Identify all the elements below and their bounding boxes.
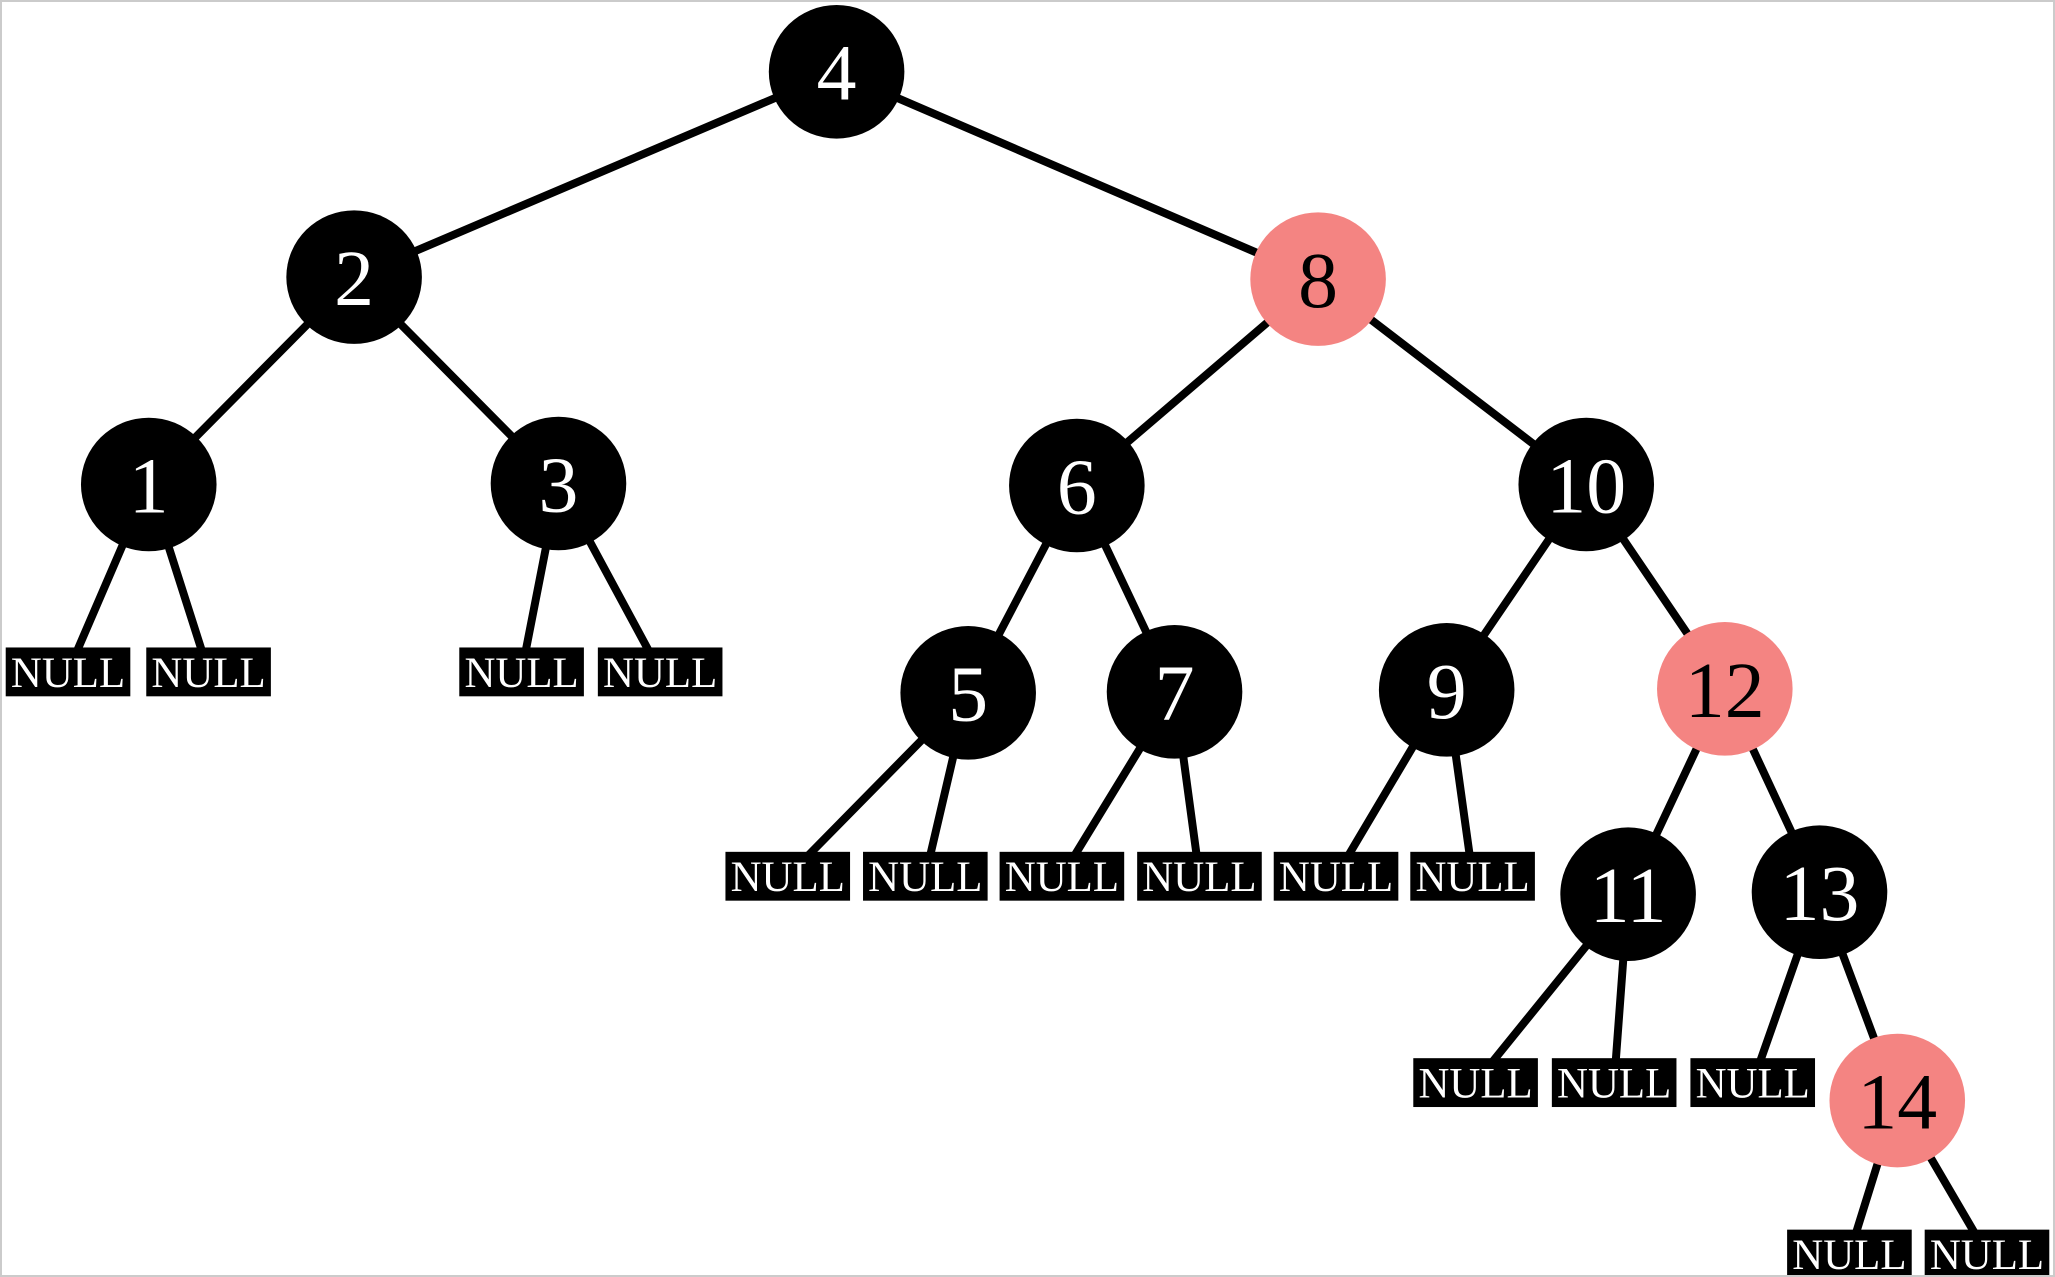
null-leaf-box-null-9L	[1273, 851, 1399, 901]
tree-node-label-3: 3	[539, 441, 579, 529]
null-leaf-label-null-11R: NULL	[1557, 1061, 1671, 1108]
tree-node-14-red	[1829, 1033, 1966, 1168]
tree-node-1-black	[80, 417, 217, 552]
tree-node-label-10: 10	[1546, 442, 1626, 530]
tree-node-6-black	[1009, 418, 1145, 553]
tree-node-12-red	[1657, 622, 1793, 756]
null-leaf-box-null-1R	[146, 647, 271, 697]
tree-node-4-black	[768, 4, 905, 139]
null-leaf-label-null-3R: NULL	[603, 650, 717, 697]
null-leaf-label-null-1R: NULL	[151, 650, 265, 697]
null-leaf-box-null-7R	[1137, 851, 1262, 901]
null-leaf-label-null-11L: NULL	[1418, 1061, 1532, 1108]
tree-node-label-14: 14	[1857, 1058, 1937, 1146]
null-leaf-box-null-14L	[1787, 1229, 1912, 1275]
tree-node-13-black	[1751, 825, 1888, 959]
null-leaf-box-null-11L	[1413, 1058, 1538, 1108]
tree-node-label-1: 1	[129, 442, 169, 530]
tree-node-label-7: 7	[1155, 650, 1195, 738]
null-leaf-box-null-7L	[999, 851, 1125, 901]
null-leaf-label-null-7R: NULL	[1142, 854, 1256, 901]
null-leaf-label-null-7L: NULL	[1005, 854, 1119, 901]
tree-node-2-black	[286, 210, 422, 344]
null-leaf-box-null-3L	[459, 647, 584, 697]
tree-node-label-9: 9	[1427, 648, 1467, 736]
null-leaf-label-null-1L: NULL	[11, 650, 125, 697]
null-leaf-label-null-9L: NULL	[1279, 854, 1393, 901]
null-leaf-label-null-14R: NULL	[1930, 1232, 2044, 1275]
tree-node-7-black	[1106, 625, 1243, 759]
tree-edge-4-8	[832, 67, 1323, 284]
null-leaf-box-null-13L	[1690, 1058, 1816, 1108]
tree-node-label-13: 13	[1780, 850, 1860, 938]
tree-node-11-black	[1560, 827, 1696, 961]
null-leaf-label-null-3L: NULL	[464, 650, 578, 697]
null-leaf-box-null-5L	[725, 851, 851, 901]
tree-node-label-8: 8	[1298, 237, 1338, 325]
tree-node-label-4: 4	[817, 30, 857, 118]
null-leaf-label-null-5R: NULL	[868, 854, 982, 901]
tree-node-label-5: 5	[948, 651, 988, 739]
null-leaf-label-null-14L: NULL	[1792, 1232, 1906, 1275]
null-leaf-box-null-9R	[1410, 851, 1535, 901]
null-leaf-box-null-11R	[1551, 1058, 1677, 1108]
tree-node-3-black	[490, 416, 627, 551]
null-leaf-label-null-13L: NULL	[1696, 1061, 1810, 1108]
tree-node-5-black	[900, 626, 1036, 760]
tree-node-label-6: 6	[1057, 443, 1097, 531]
null-leaf-box-null-1L	[5, 647, 131, 697]
null-leaf-label-null-5L: NULL	[731, 854, 845, 901]
tree-node-9-black	[1378, 623, 1515, 757]
tree-node-label-2: 2	[334, 235, 374, 323]
tree-node-label-12: 12	[1685, 647, 1765, 735]
tree-node-10-black	[1518, 417, 1655, 552]
tree-node-8-red	[1250, 212, 1386, 346]
tree-node-label-11: 11	[1590, 852, 1667, 940]
tree-edge-4-2	[350, 67, 841, 282]
null-leaf-label-null-9R: NULL	[1415, 854, 1529, 901]
null-leaf-box-null-3R	[597, 647, 723, 697]
null-leaf-box-null-14R	[1924, 1229, 2050, 1275]
null-leaf-box-null-5R	[863, 851, 988, 901]
